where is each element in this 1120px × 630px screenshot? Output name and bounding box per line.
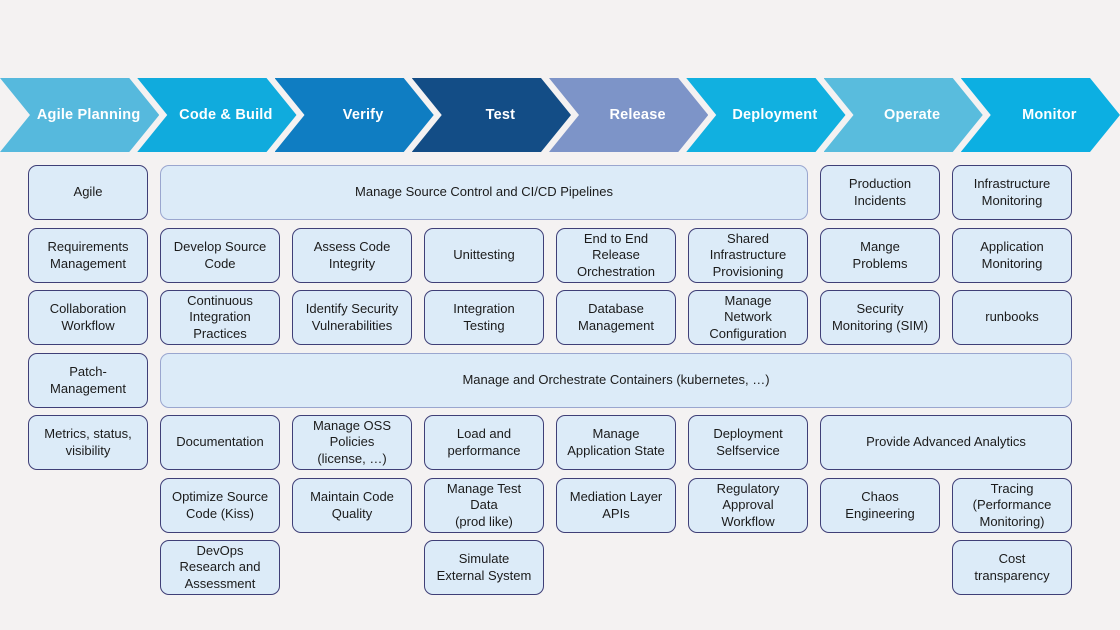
- capability-card-label: Manage Application State: [567, 426, 665, 458]
- capability-card[interactable]: Unittesting: [424, 228, 544, 283]
- stage-label: Monitor: [1022, 107, 1077, 123]
- stage-label: Verify: [342, 107, 384, 123]
- stage-chevron-monitor[interactable]: Monitor: [961, 78, 1120, 152]
- capability-card-label: Optimize Source Code (Kiss): [171, 489, 269, 521]
- capability-card[interactable]: Assess Code Integrity: [292, 228, 412, 283]
- capability-card[interactable]: Manage Network Configuration: [688, 290, 808, 345]
- capability-card[interactable]: Infrastructure Monitoring: [952, 165, 1072, 220]
- capability-card-label: Agile: [73, 184, 103, 200]
- capability-card[interactable]: End to End Release Orchestration: [556, 228, 676, 283]
- capability-card[interactable]: Manage Source Control and CI/CD Pipeline…: [160, 165, 808, 220]
- capability-card-label: Documentation: [176, 434, 264, 450]
- capability-card-label: Simulate External System: [436, 551, 532, 583]
- capability-card[interactable]: Tracing (Performance Monitoring): [952, 478, 1072, 533]
- capability-card-label: Collaboration Workflow: [49, 301, 127, 333]
- stage-chevron-release[interactable]: Release: [549, 78, 708, 152]
- capability-card[interactable]: Develop Source Code: [160, 228, 280, 283]
- capability-card-label: Patch- Management: [50, 364, 126, 396]
- capability-card-label: Production Incidents: [848, 176, 912, 208]
- capability-card[interactable]: DevOps Research and Assessment: [160, 540, 280, 595]
- capability-card-label: Load and performance: [447, 426, 521, 458]
- capability-card-label: DevOps Research and Assessment: [179, 542, 261, 591]
- capability-card[interactable]: Collaboration Workflow: [28, 290, 148, 345]
- capability-card-label: Provide Advanced Analytics: [866, 434, 1026, 450]
- capability-card[interactable]: runbooks: [952, 290, 1072, 345]
- stage-label: Test: [485, 107, 516, 123]
- capability-card[interactable]: Manage and Orchestrate Containers (kuber…: [160, 353, 1072, 408]
- capability-card-label: runbooks: [985, 309, 1039, 325]
- capability-card-label: Deployment Selfservice: [713, 426, 783, 458]
- capability-card[interactable]: Manage OSS Policies (license, …): [292, 415, 412, 470]
- capability-card[interactable]: Load and performance: [424, 415, 544, 470]
- stage-label: Code & Build: [179, 107, 273, 123]
- capability-card[interactable]: Metrics, status, visibility: [28, 415, 148, 470]
- capability-card-label: Develop Source Code: [173, 239, 267, 271]
- capability-card-label: Manage OSS Policies (license, …): [312, 417, 392, 466]
- capability-card-label: Integration Testing: [453, 301, 515, 333]
- capability-card-label: Mange Problems: [852, 239, 908, 271]
- stage-chevron-operate[interactable]: Operate: [824, 78, 983, 152]
- capability-card[interactable]: Integration Testing: [424, 290, 544, 345]
- stage-label: Operate: [884, 107, 941, 123]
- capability-card[interactable]: Mange Problems: [820, 228, 940, 283]
- capability-card[interactable]: Cost transparency: [952, 540, 1072, 595]
- capability-card[interactable]: Chaos Engineering: [820, 478, 940, 533]
- capability-card[interactable]: Manage Test Data (prod like): [424, 478, 544, 533]
- capability-card[interactable]: Mediation Layer APIs: [556, 478, 676, 533]
- capability-card[interactable]: Shared Infrastructure Provisioning: [688, 228, 808, 283]
- stage-chevron-code-build[interactable]: Code & Build: [137, 78, 296, 152]
- stage-chevron-verify[interactable]: Verify: [275, 78, 434, 152]
- capability-card-label: Manage Network Configuration: [709, 292, 787, 341]
- capability-card-label: Unittesting: [453, 247, 515, 263]
- capability-card[interactable]: Manage Application State: [556, 415, 676, 470]
- capability-card-label: Assess Code Integrity: [313, 239, 391, 271]
- capability-card[interactable]: Application Monitoring: [952, 228, 1072, 283]
- capability-card-label: Manage and Orchestrate Containers (kuber…: [462, 372, 770, 388]
- capability-card[interactable]: Patch- Management: [28, 353, 148, 408]
- capability-card-label: Manage Source Control and CI/CD Pipeline…: [355, 184, 613, 200]
- capability-card-label: Regulatory Approval Workflow: [716, 480, 780, 529]
- stage-label: Agile Planning: [36, 107, 141, 123]
- capability-card[interactable]: Continuous Integration Practices: [160, 290, 280, 345]
- capability-card[interactable]: Regulatory Approval Workflow: [688, 478, 808, 533]
- capability-card[interactable]: Identify Security Vulnerabilities: [292, 290, 412, 345]
- capability-card-label: Identify Security Vulnerabilities: [305, 301, 399, 333]
- capability-card[interactable]: Simulate External System: [424, 540, 544, 595]
- capability-card-label: Metrics, status, visibility: [44, 426, 132, 458]
- capability-card[interactable]: Optimize Source Code (Kiss): [160, 478, 280, 533]
- stage-chevron-agile-planning[interactable]: Agile Planning: [0, 78, 159, 152]
- capability-card-label: Database Management: [578, 301, 654, 333]
- capability-card-label: Shared Infrastructure Provisioning: [709, 230, 787, 279]
- pipeline-stage-banner: Agile Planning Code & Build Verify Test Rele…: [0, 78, 1120, 152]
- capability-card-label: Requirements Management: [47, 239, 129, 271]
- stage-chevron-deployment[interactable]: Deployment: [686, 78, 845, 152]
- capability-card[interactable]: Deployment Selfservice: [688, 415, 808, 470]
- capability-card[interactable]: Production Incidents: [820, 165, 940, 220]
- capability-card[interactable]: Security Monitoring (SIM): [820, 290, 940, 345]
- capability-card-label: Tracing (Performance Monitoring): [972, 480, 1052, 529]
- capability-card[interactable]: Database Management: [556, 290, 676, 345]
- capability-card-label: Security Monitoring (SIM): [831, 301, 929, 333]
- capability-card[interactable]: Documentation: [160, 415, 280, 470]
- capability-card[interactable]: Maintain Code Quality: [292, 478, 412, 533]
- capability-card-label: Infrastructure Monitoring: [973, 176, 1051, 208]
- capability-card-label: Continuous Integration Practices: [187, 292, 253, 341]
- capability-card-label: Cost transparency: [974, 551, 1050, 583]
- stage-label: Deployment: [732, 107, 818, 123]
- stage-chevron-test[interactable]: Test: [412, 78, 571, 152]
- capability-card-label: Mediation Layer APIs: [569, 489, 663, 521]
- capability-card[interactable]: Agile: [28, 165, 148, 220]
- capability-card-label: Application Monitoring: [980, 239, 1044, 271]
- capability-card[interactable]: Requirements Management: [28, 228, 148, 283]
- capability-card-label: Chaos Engineering: [845, 489, 915, 521]
- stage-label: Release: [609, 107, 666, 123]
- capability-card-label: End to End Release Orchestration: [576, 230, 656, 279]
- capability-card-label: Maintain Code Quality: [310, 489, 394, 521]
- capability-card-label: Manage Test Data (prod like): [446, 480, 522, 529]
- capability-card[interactable]: Provide Advanced Analytics: [820, 415, 1072, 470]
